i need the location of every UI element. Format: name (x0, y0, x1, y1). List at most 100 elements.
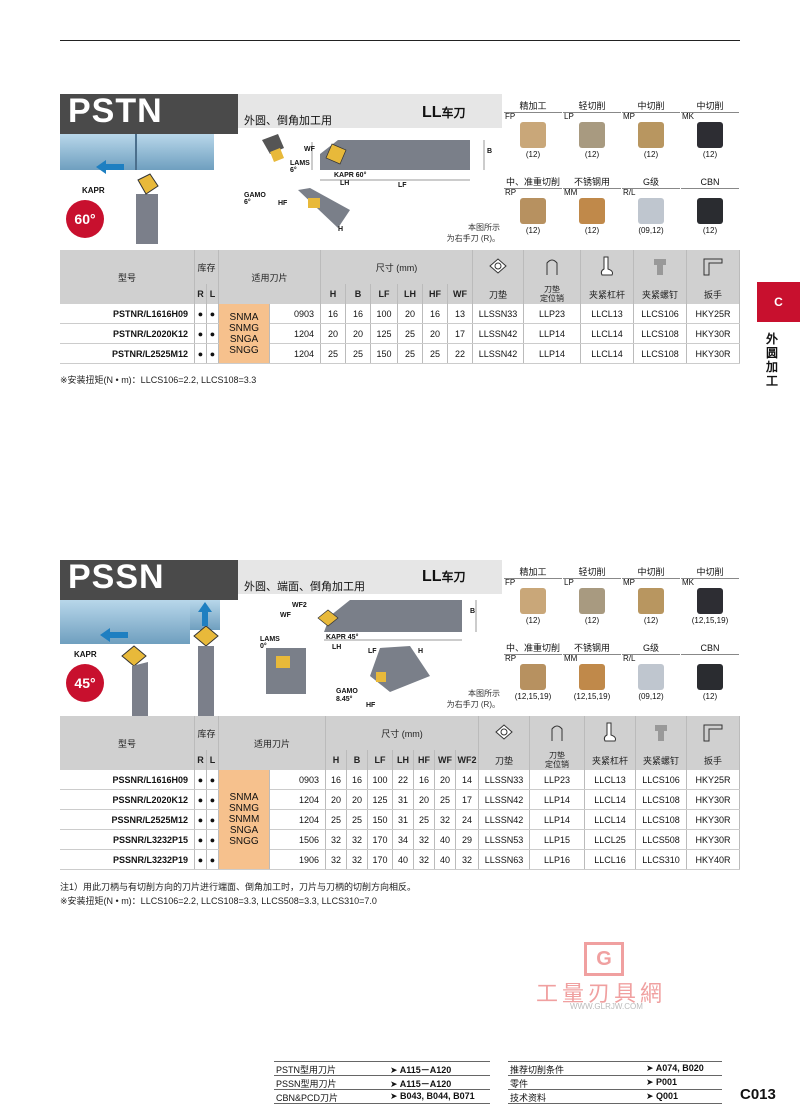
cutting-direction-note: 注1）用此刀柄与有切削方向的刀片进行端面、倒角加工时，刀片与刀柄的切削方向相反。 (60, 882, 417, 892)
footer-ref-link[interactable]: ➤ A115－A120 (390, 1065, 452, 1075)
kapr-label: KAPR (74, 650, 97, 659)
tool-shank-icon (136, 173, 159, 244)
col-screw (635, 716, 687, 750)
screw-icon (655, 725, 667, 741)
h-label: H (418, 648, 424, 655)
col-shim (472, 250, 524, 284)
footer-rule (274, 1061, 490, 1062)
footer-ref-link[interactable]: ➤ B043, B044, B071 (390, 1091, 475, 1101)
col-shim (478, 716, 530, 750)
hf-label: HF (278, 200, 288, 207)
insert-image (520, 664, 546, 690)
insert-image (579, 122, 605, 148)
spec-table: 型号 库存 适用刀片 尺寸 (mm) R L H B LF LH HF WF 刀… (60, 250, 740, 364)
lever-icon (600, 256, 613, 276)
h-label: H (338, 226, 344, 233)
chapter-tab[interactable]: C (757, 282, 800, 322)
insert-image (520, 122, 546, 148)
feed-arrow-icon (96, 160, 124, 174)
angle-badge: 60° (66, 200, 104, 238)
header-underline (60, 594, 238, 600)
insert-image (579, 588, 605, 614)
dim-lh: LH (392, 750, 414, 770)
col-r: R (194, 284, 207, 304)
col-screw (633, 250, 687, 284)
watermark-name: 工量刃具網 (536, 981, 667, 1006)
wf2-label: WF2 (292, 602, 307, 609)
col-dims: 尺寸 (mm) (320, 250, 473, 284)
part-screw: 夹紧螺钉 (635, 750, 687, 770)
tool-shank-icon (121, 626, 219, 718)
insert-image (520, 588, 546, 614)
footer-rule (274, 1103, 490, 1104)
part-shim: 刀垫 (478, 750, 530, 770)
dim-h: H (325, 750, 347, 770)
part-pin: 刀垫 定位销 (523, 284, 581, 304)
footer-ref-link[interactable]: ➤ A074, B020 (646, 1063, 704, 1073)
part-shim: 刀垫 (472, 284, 524, 304)
footer-ref-link[interactable]: ➤ A115－A120 (390, 1079, 452, 1089)
insert-image (697, 198, 723, 224)
subtitle-band (238, 560, 502, 594)
footer-label: PSTN型用刀片 (276, 1065, 337, 1075)
footer-rule (508, 1103, 722, 1104)
feed-up-arrow-icon (198, 602, 212, 626)
insert-image (638, 122, 664, 148)
footer-rule (508, 1075, 722, 1076)
footer-rule (508, 1061, 722, 1062)
ll-label: LL车刀 (422, 104, 466, 121)
col-wrench (686, 716, 740, 750)
dim-wf: WF (447, 284, 473, 304)
dim-b: B (346, 750, 368, 770)
footer-label: 技术资料 (510, 1093, 547, 1103)
footer-ref-link[interactable]: ➤ P001 (646, 1077, 678, 1087)
workpiece-edge (135, 134, 137, 170)
part-lever: 夹紧杠杆 (584, 750, 636, 770)
holder-dimension-drawing (262, 134, 485, 228)
insert-image (579, 664, 605, 690)
insert-image (520, 198, 546, 224)
angle-badge: 45° (66, 664, 104, 702)
col-lever (584, 716, 636, 750)
b-label: B (487, 148, 493, 155)
page-number: C013 (740, 1086, 776, 1103)
pin-icon (546, 259, 558, 275)
dim-wf: WF (434, 750, 456, 770)
col-r: R (194, 750, 207, 770)
lf-label: LF (368, 648, 377, 655)
dim-lf: LF (367, 750, 393, 770)
right-hand-note: 本图所示为右手刀 (R)。 (446, 223, 500, 243)
dim-b: B (345, 284, 371, 304)
insert-card[interactable]: CBN(12) (681, 176, 739, 244)
insert-card[interactable]: CBN(12) (681, 642, 739, 710)
section-code: PSSN (68, 558, 165, 596)
col-pin (523, 250, 581, 284)
footer-ref-link[interactable]: ➤ Q001 (646, 1091, 679, 1101)
hf-label: HF (366, 702, 376, 709)
col-model: 型号 (60, 716, 195, 770)
